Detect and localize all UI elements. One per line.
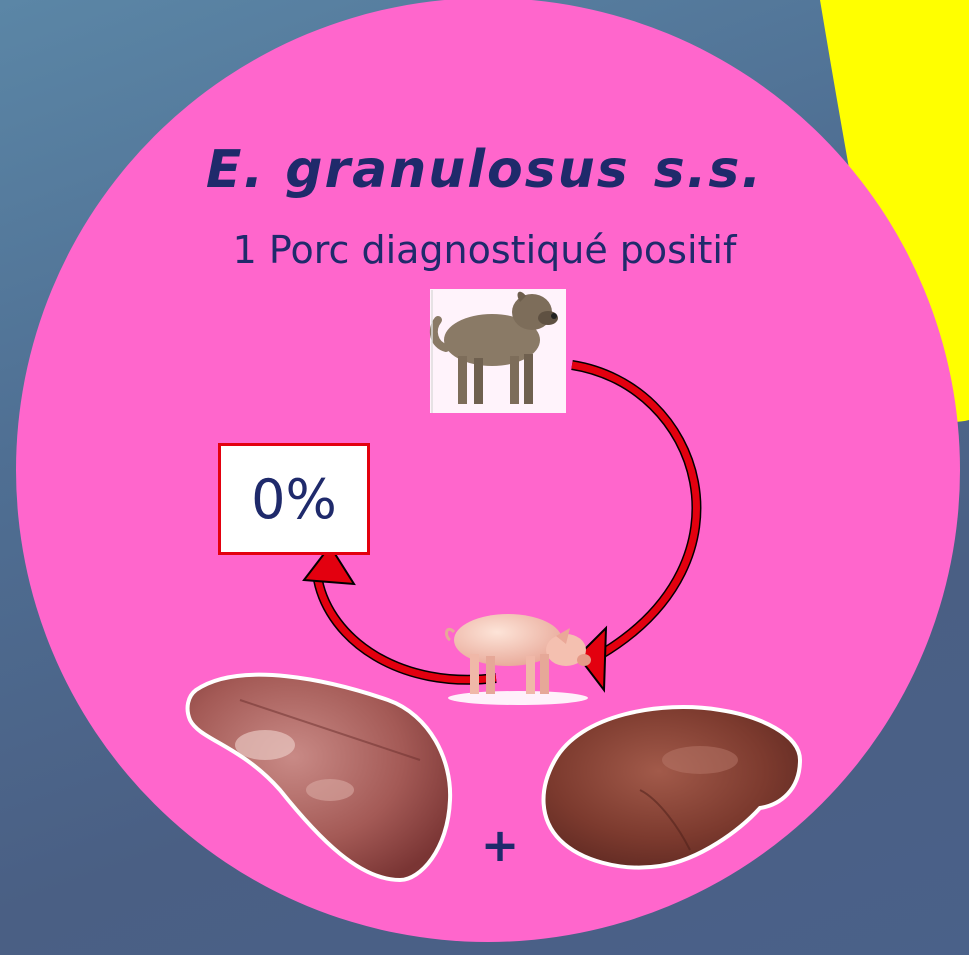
- percentage-value: 0%: [251, 468, 337, 531]
- species-suffix: s.s.: [654, 140, 763, 200]
- dog-icon: [430, 289, 566, 413]
- species-name: E. granulosus: [206, 140, 630, 200]
- percentage-box: 0%: [218, 443, 370, 555]
- plus-sign: +: [470, 818, 530, 872]
- page-title: E. granulosus s.s.: [0, 140, 969, 200]
- subtitle: 1 Porc diagnostiqué positif: [0, 228, 969, 272]
